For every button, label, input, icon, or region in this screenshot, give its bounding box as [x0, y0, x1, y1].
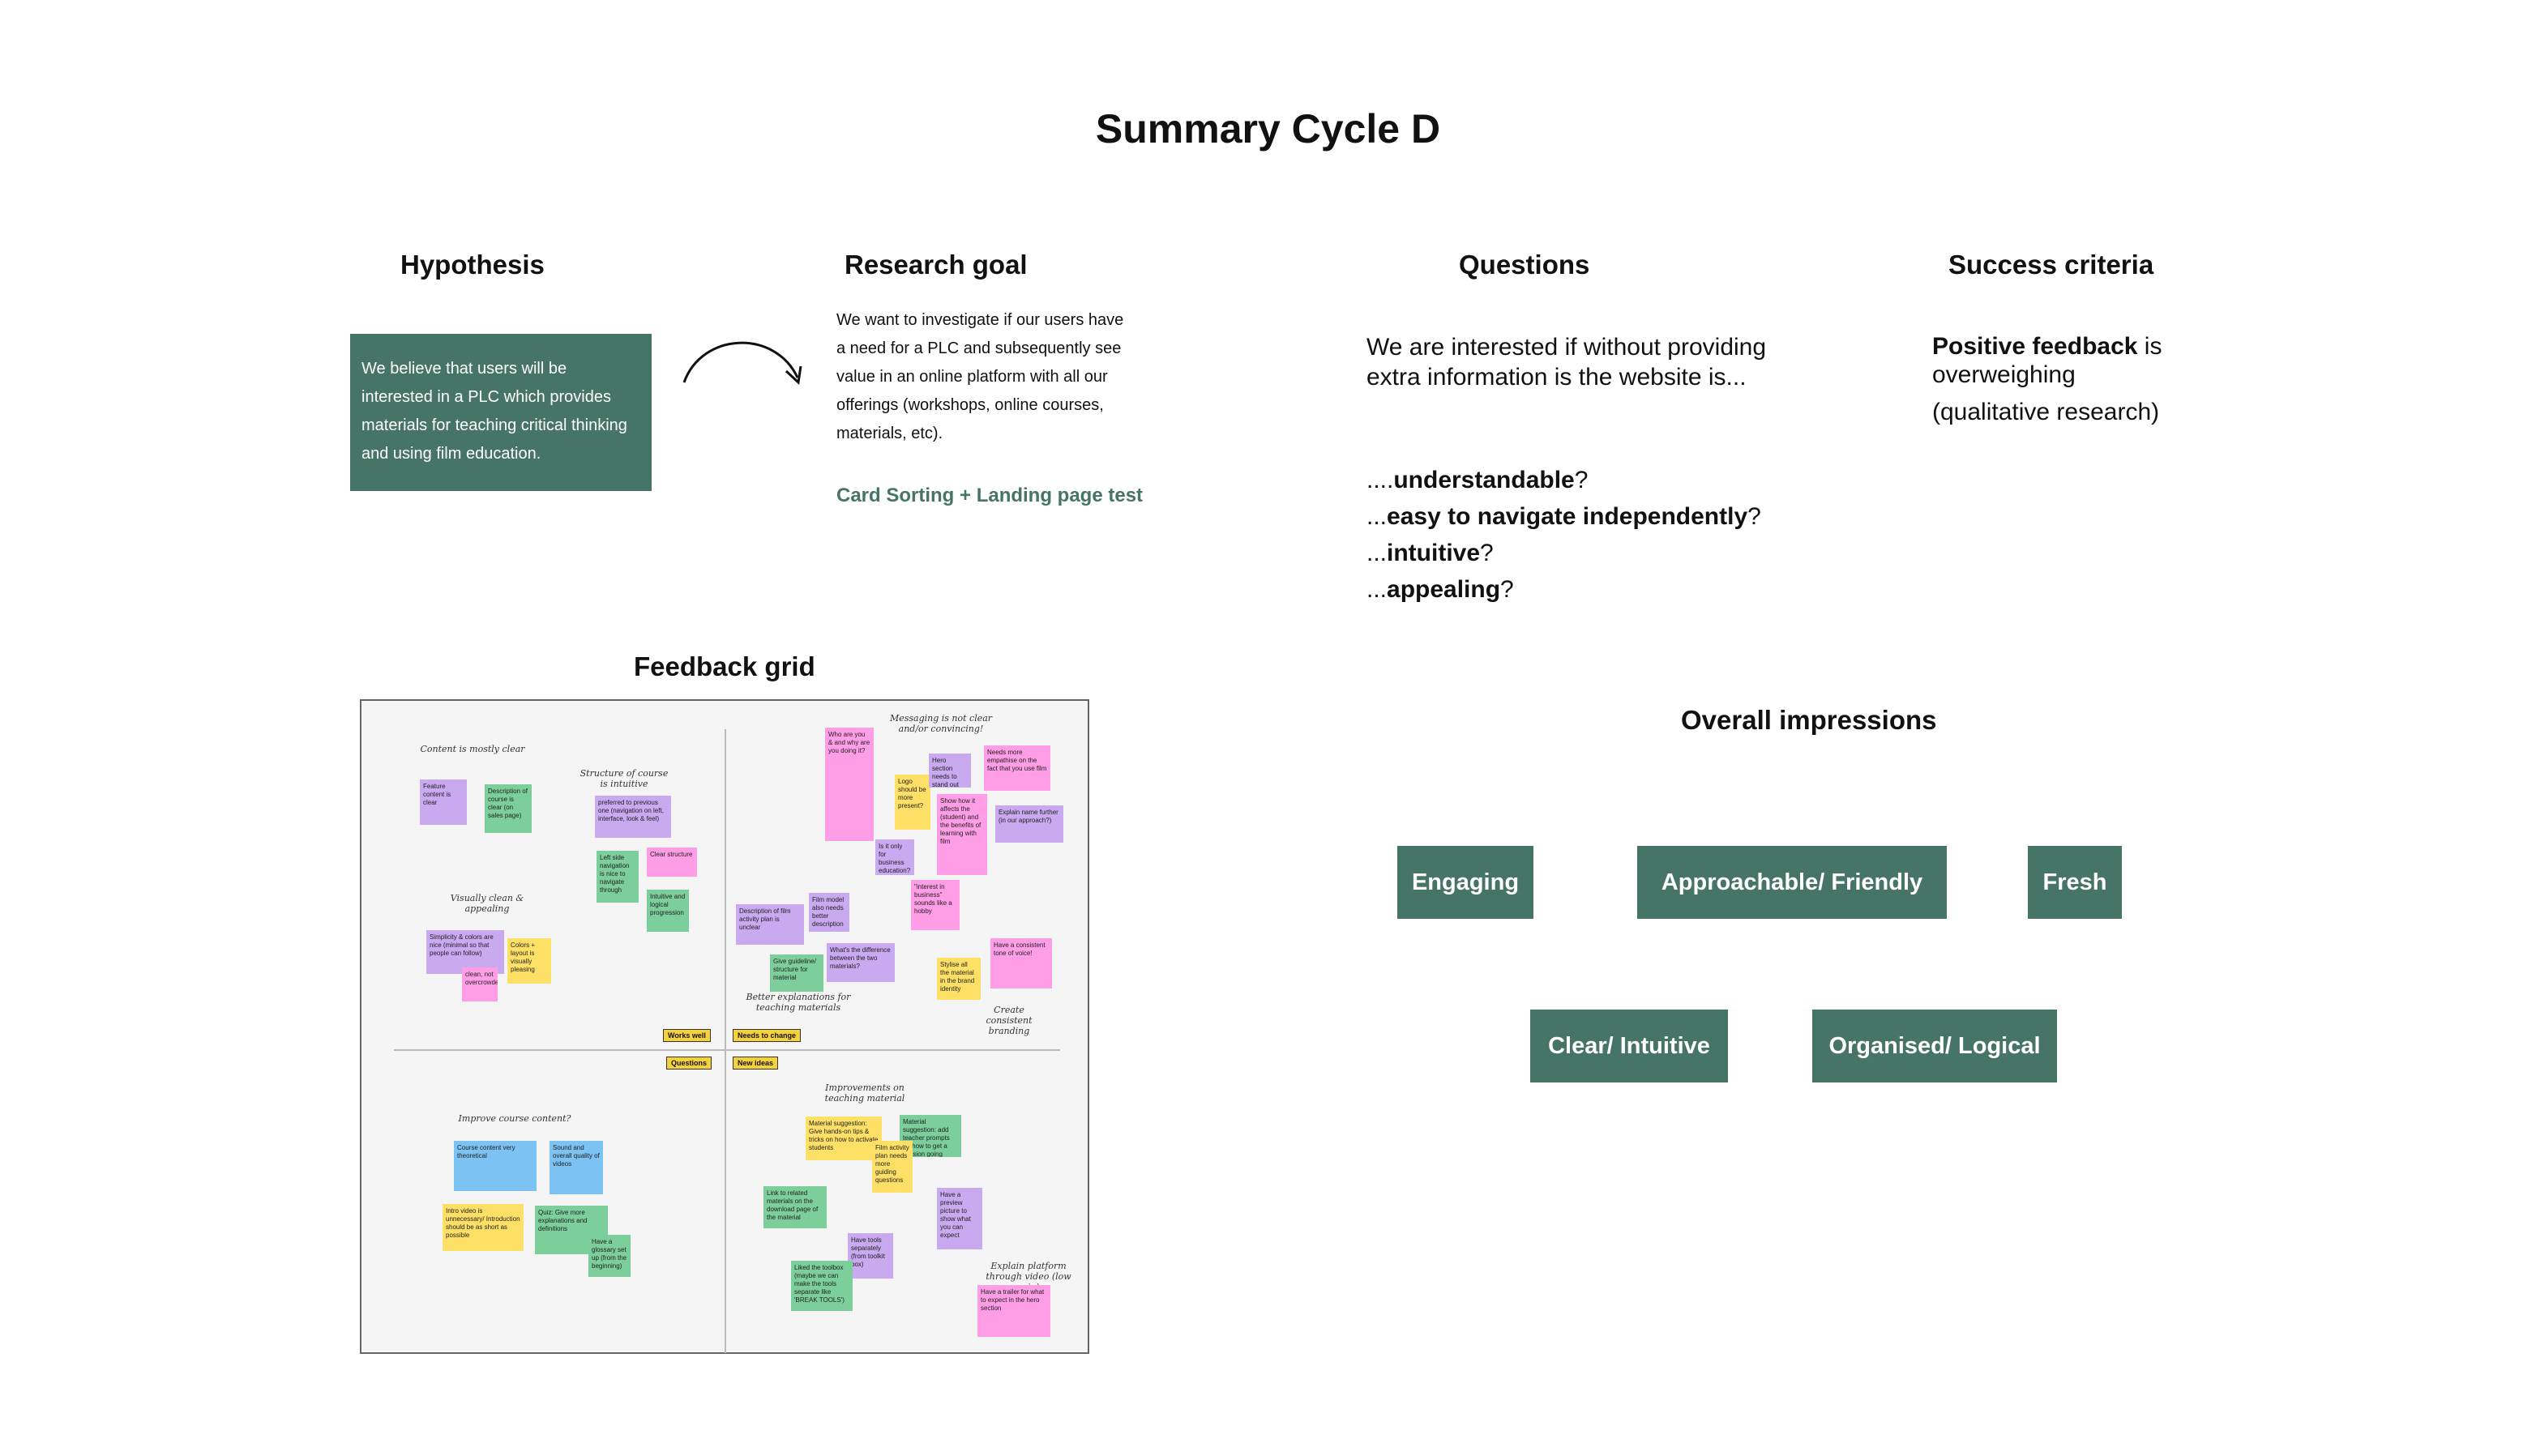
cluster-label: Visually clean & appealing: [450, 893, 524, 914]
sticky-note[interactable]: Description of film activity plan is unc…: [736, 904, 804, 945]
tag-works-well: Works well: [663, 1029, 711, 1042]
impression-tag: Fresh: [2028, 846, 2122, 919]
impression-tag: Organised/ Logical: [1812, 1010, 2057, 1082]
sticky-note[interactable]: Explain name further (in our approach?): [995, 805, 1063, 843]
sticky-note[interactable]: preferred to previous one (navigation on…: [595, 796, 671, 838]
sticky-note[interactable]: Have a glossary set up (from the beginni…: [588, 1235, 631, 1277]
research-goal-text: We want to investigate if our users have…: [836, 311, 1124, 442]
grid-horizontal-axis: [394, 1049, 1060, 1051]
overall-impressions-heading: Overall impressions: [1681, 705, 1937, 735]
success-criteria-sub: (qualitative research): [1932, 399, 2160, 425]
sticky-note[interactable]: Stylise all the material in the brand id…: [937, 958, 981, 1000]
sticky-note[interactable]: Is it only for business education?: [875, 839, 914, 875]
sticky-note[interactable]: Intro video is unnecessary/ Introduction…: [443, 1204, 524, 1251]
research-goal-heading: Research goal: [845, 250, 1028, 280]
sticky-note[interactable]: What's the difference between the two ma…: [827, 943, 895, 982]
feedback-grid-heading: Feedback grid: [634, 651, 815, 681]
hypothesis-heading: Hypothesis: [400, 250, 545, 280]
tag-needs-to-change: Needs to change: [733, 1029, 802, 1042]
question-item: ....understandable?: [1366, 467, 1589, 493]
cluster-label: Explain platform through video (low prio…: [986, 1261, 1071, 1292]
sticky-note[interactable]: Sound and overall quality of videos: [550, 1141, 603, 1194]
cluster-label: Messaging is not clear and/or convincing…: [889, 713, 993, 734]
sticky-note[interactable]: Logo should be more present?: [895, 775, 930, 830]
cluster-label: Structure of course is intuitive: [579, 768, 669, 789]
sticky-note[interactable]: Description of course is clear (on sales…: [485, 784, 532, 833]
sticky-note[interactable]: Have a preview picture to show what you …: [937, 1188, 982, 1249]
sticky-note[interactable]: Material suggestion: Give hands-on tips …: [806, 1117, 882, 1160]
sticky-note[interactable]: Give guideline/ structure for material: [770, 954, 823, 992]
question-item: ...appealing?: [1366, 576, 1514, 603]
sticky-note[interactable]: Intuitive and logical progression: [647, 890, 689, 932]
success-criteria-heading: Success criteria: [1948, 250, 2154, 280]
sticky-note[interactable]: Have a trailer for what to expect in the…: [977, 1285, 1050, 1337]
tag-new-ideas: New ideas: [733, 1057, 779, 1070]
question-item: ...intuitive?: [1366, 540, 1494, 566]
cluster-label: Content is mostly clear: [420, 744, 525, 754]
sticky-note[interactable]: Show how it affects the (student) and th…: [937, 794, 987, 875]
sticky-note[interactable]: Link to related materials on the downloa…: [763, 1186, 827, 1228]
cluster-label: Create consistent branding: [986, 1005, 1033, 1036]
curved-arrow-icon: [682, 341, 802, 386]
grid-vertical-axis: [725, 729, 726, 1353]
impression-tag: Clear/ Intuitive: [1530, 1010, 1728, 1082]
sticky-note[interactable]: "interest in business" sounds like a hob…: [911, 880, 960, 930]
sticky-note[interactable]: Liked the toolbox (maybe we can make the…: [791, 1261, 853, 1311]
sticky-note[interactable]: Have a consistent tone of voice!: [990, 938, 1052, 988]
sticky-note[interactable]: Have tools separately (from toolkit box): [848, 1233, 893, 1279]
sticky-note[interactable]: Hero section needs to stand out: [929, 754, 971, 788]
sticky-note[interactable]: Feature content is clear: [420, 779, 467, 825]
sticky-note[interactable]: Film model also needs better description: [809, 893, 849, 932]
sticky-note[interactable]: clean, not overcrowded: [462, 967, 498, 1001]
sticky-note[interactable]: Film activity plan needs more guiding qu…: [872, 1141, 913, 1193]
impression-tag: Approachable/ Friendly: [1637, 846, 1947, 919]
question-item: ...easy to navigate independently?: [1366, 503, 1761, 530]
sticky-note[interactable]: Needs more empathise on the fact that yo…: [984, 745, 1050, 791]
research-method: Card Sorting + Landing page test: [836, 485, 1144, 506]
hypothesis-card: We believe that users will be interested…: [350, 334, 652, 491]
cluster-label: Improve course content?: [458, 1113, 571, 1124]
tag-questions: Questions: [666, 1057, 712, 1070]
success-criteria-text: Positive feedback is overweighing: [1932, 333, 2162, 388]
sticky-note[interactable]: Left side navigation is nice to navigate…: [597, 851, 639, 903]
impression-tag: Engaging: [1397, 846, 1533, 919]
sticky-note[interactable]: Course content very theoretical: [454, 1141, 537, 1191]
questions-heading: Questions: [1459, 250, 1590, 280]
sticky-note[interactable]: Clear structure: [647, 848, 697, 877]
sticky-note[interactable]: Colors + layout is visually pleasing: [507, 938, 551, 984]
cluster-label: Improvements on teaching material: [824, 1082, 905, 1104]
questions-intro: We are interested if without providing e…: [1366, 334, 1767, 391]
cluster-label: Better explanations for teaching materia…: [746, 992, 851, 1013]
page-title: Summary Cycle D: [1095, 106, 1441, 152]
sticky-note[interactable]: Simplicity & colors are nice (minimal so…: [426, 930, 504, 974]
sticky-note[interactable]: Who are you & and why are you doing it?: [825, 728, 874, 841]
